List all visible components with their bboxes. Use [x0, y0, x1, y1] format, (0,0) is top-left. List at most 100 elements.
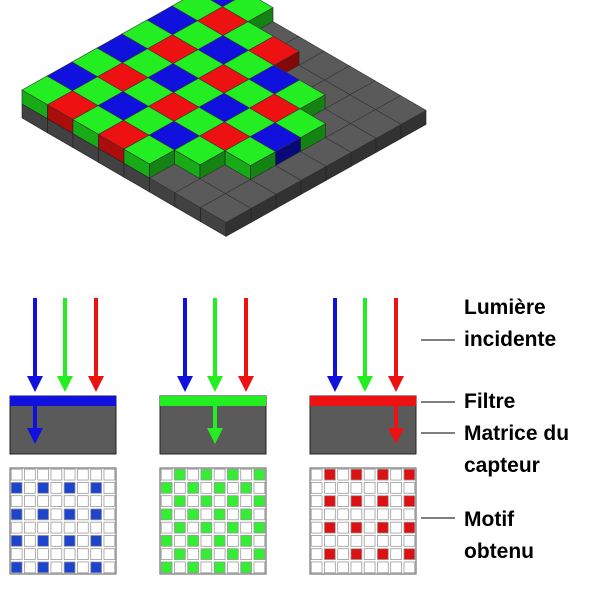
pattern-cell-empty: [403, 482, 416, 494]
pattern-cell-empty: [253, 535, 266, 547]
pattern-cell-empty: [403, 508, 416, 521]
pattern-cell-empty: [10, 521, 23, 534]
pattern-cell-active: [187, 482, 199, 494]
pattern-cell-empty: [24, 495, 36, 507]
pattern-cell-empty: [337, 508, 349, 521]
filter-cube: [173, 135, 226, 180]
pattern-cell-empty: [363, 495, 376, 507]
pattern-cell-active: [174, 548, 186, 560]
pattern-cell-empty: [363, 548, 376, 560]
pattern-cell-empty: [324, 482, 336, 494]
pattern-cell-active: [37, 482, 49, 494]
pattern-cell-active: [377, 495, 389, 507]
pattern-cell-empty: [337, 495, 349, 507]
pattern-cell-empty: [187, 521, 199, 534]
pattern-cell-empty: [160, 468, 173, 481]
pattern-cell-active: [174, 468, 186, 481]
pattern-cell-active: [10, 508, 23, 521]
pattern-cell-active: [10, 561, 23, 574]
pattern-cell-active: [213, 508, 226, 521]
pattern-cell-empty: [213, 548, 226, 560]
pattern-cell-active: [200, 521, 213, 534]
pattern-cell-empty: [213, 521, 226, 534]
pattern-cell-empty: [337, 468, 349, 481]
pattern-cell-empty: [187, 495, 199, 507]
pattern-cell-active: [160, 508, 173, 521]
pattern-cell-empty: [310, 535, 323, 547]
pattern-cell-empty: [77, 508, 89, 521]
pattern-cell-active: [253, 495, 266, 507]
pattern-cell-empty: [310, 468, 323, 481]
pattern-cell-active: [63, 508, 76, 521]
pattern-cell-empty: [37, 521, 49, 534]
pattern-cell-empty: [310, 521, 323, 534]
pattern-cell-active: [200, 495, 213, 507]
pattern-cell-active: [213, 535, 226, 547]
pattern-cell-empty: [103, 561, 116, 574]
pattern-cell-empty: [24, 561, 36, 574]
pattern-cell-active: [160, 535, 173, 547]
pattern-cell-empty: [174, 482, 186, 494]
pattern-cell-active: [227, 495, 239, 507]
pattern-cell-empty: [324, 535, 336, 547]
pattern-cell-empty: [63, 521, 76, 534]
pattern-cell-active: [403, 468, 416, 481]
pattern-cell-empty: [187, 468, 199, 481]
pattern-cell-empty: [77, 561, 89, 574]
pattern-cell-empty: [253, 482, 266, 494]
pattern-cell-empty: [63, 548, 76, 560]
sensor-photosite-grid: [21, 0, 427, 237]
pattern-cell-active: [37, 508, 49, 521]
pattern-cell-empty: [50, 482, 63, 494]
pattern-cell-empty: [310, 548, 323, 560]
incident-light-label: Lumière incidente: [464, 292, 556, 356]
pattern-cell-empty: [240, 468, 252, 481]
pattern-cell-empty: [63, 468, 76, 481]
pattern-cell-empty: [50, 468, 63, 481]
pattern-cell-empty: [363, 521, 376, 534]
pattern-cell-active: [10, 482, 23, 494]
sensor-matrix-label: Matrice du capteur: [464, 418, 569, 482]
pattern-cell-empty: [390, 548, 402, 560]
pattern-cell-empty: [103, 521, 116, 534]
pattern-cell-empty: [50, 495, 63, 507]
pattern-cell-active: [37, 535, 49, 547]
pattern-cell-empty: [350, 535, 363, 547]
pattern-cell-empty: [90, 548, 102, 560]
pattern-cell-empty: [200, 508, 213, 521]
pattern-cell-active: [240, 535, 252, 547]
pattern-cell-empty: [77, 468, 89, 481]
pattern-cell-empty: [200, 482, 213, 494]
pattern-cell-empty: [50, 535, 63, 547]
pattern-cell-empty: [350, 482, 363, 494]
pattern-cell-empty: [103, 535, 116, 547]
pattern-cell-empty: [200, 535, 213, 547]
pattern-cell-empty: [10, 495, 23, 507]
pattern-cell-active: [63, 561, 76, 574]
pattern-cell-active: [377, 548, 389, 560]
pattern-cell-empty: [90, 521, 102, 534]
pattern-cell-empty: [310, 508, 323, 521]
pattern-cell-active: [213, 482, 226, 494]
pattern-cell-empty: [240, 548, 252, 560]
pattern-cell-empty: [24, 482, 36, 494]
pattern-cell-empty: [10, 548, 23, 560]
pattern-cell-active: [227, 521, 239, 534]
pattern-cell-active: [403, 548, 416, 560]
pattern-cell-empty: [50, 561, 63, 574]
pattern-cell-empty: [403, 535, 416, 547]
pattern-cell-empty: [350, 561, 363, 574]
pattern-cell-empty: [253, 508, 266, 521]
pattern-cell-active: [187, 535, 199, 547]
pattern-cell-active: [324, 521, 336, 534]
pattern-cell-empty: [363, 508, 376, 521]
pattern-cell-empty: [37, 468, 49, 481]
pattern-cell-empty: [213, 495, 226, 507]
pattern-cell-active: [90, 482, 102, 494]
incident-light-label-line2: incidente: [464, 328, 557, 351]
incident-light-label-line1: Lumière: [464, 296, 546, 319]
pattern-cell-empty: [174, 561, 186, 574]
filter-panels-illustration: [9, 298, 455, 575]
pattern-cell-active: [160, 482, 173, 494]
pattern-cell-empty: [390, 482, 402, 494]
